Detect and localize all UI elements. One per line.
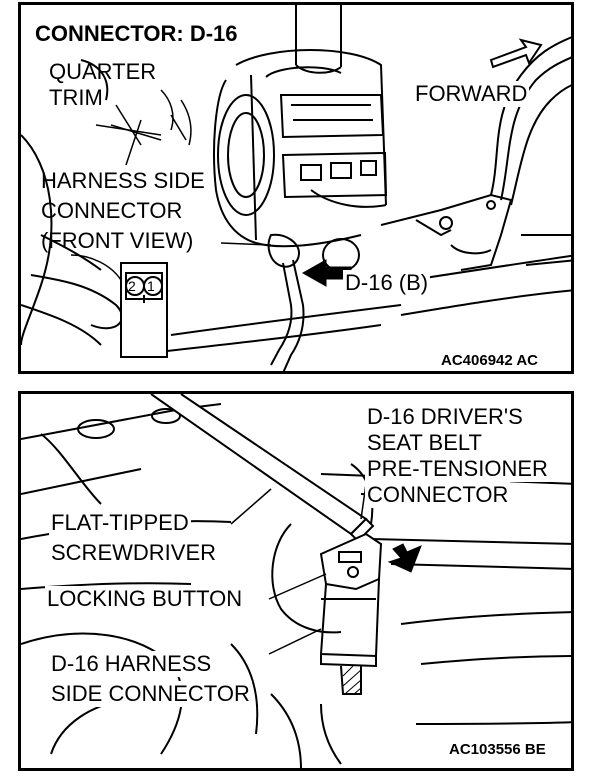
harness-side-label-line1: HARNESS SIDE: [41, 168, 205, 193]
figure-code-top-suffix: AC: [516, 352, 539, 369]
harness-side-connector-label-line2: SIDE CONNECTOR: [49, 681, 252, 707]
bottom-diagram-panel: D-16 DRIVER'S SEAT BELT PRE-TENSIONER CO…: [18, 391, 574, 771]
figure-code-bottom-number: AC103556: [449, 741, 521, 758]
locking-button-label: LOCKING BUTTON: [45, 586, 245, 612]
top-diagram-panel: CONNECTOR: D-16 QUARTER TRIM FORWARD HAR…: [18, 2, 574, 374]
connector-title: CONNECTOR: D-16: [35, 21, 238, 46]
screwdriver-label-line2: SCREWDRIVER: [49, 540, 219, 566]
quarter-trim-label-line2: TRIM: [49, 85, 103, 110]
pretensioner-connector-label-line4: CONNECTOR: [365, 482, 511, 508]
pin-2-label: 2: [128, 278, 136, 294]
harness-side-label-line3: (FRONT VIEW): [41, 228, 194, 253]
screwdriver-label-line1: FLAT-TIPPED: [49, 510, 191, 536]
pretensioner-connector-label-line1: D-16 DRIVER'S: [365, 404, 525, 430]
pretensioner-connector-label-line2: SEAT BELT: [365, 430, 484, 456]
harness-side-connector-label-line1: D-16 HARNESS: [49, 651, 214, 677]
screwdriver-connector-illustration: [21, 394, 571, 768]
pin-1-label: 1: [147, 278, 155, 294]
quarter-trim-label-line1: QUARTER: [49, 59, 157, 84]
pretensioner-connector-label-line3: PRE-TENSIONER: [365, 456, 550, 482]
harness-side-label-line2: CONNECTOR: [41, 198, 183, 223]
figure-code-top-number: AC406942: [441, 352, 513, 369]
forward-label: FORWARD: [413, 81, 530, 107]
figure-code-bottom: AC103556 BE: [449, 741, 546, 758]
d16b-connector-label: D-16 (B): [343, 270, 431, 296]
seat-belt-retractor-illustration: [21, 5, 571, 371]
figure-code-top: AC406942 AC: [441, 352, 538, 369]
figure-code-bottom-suffix: BE: [524, 741, 546, 758]
